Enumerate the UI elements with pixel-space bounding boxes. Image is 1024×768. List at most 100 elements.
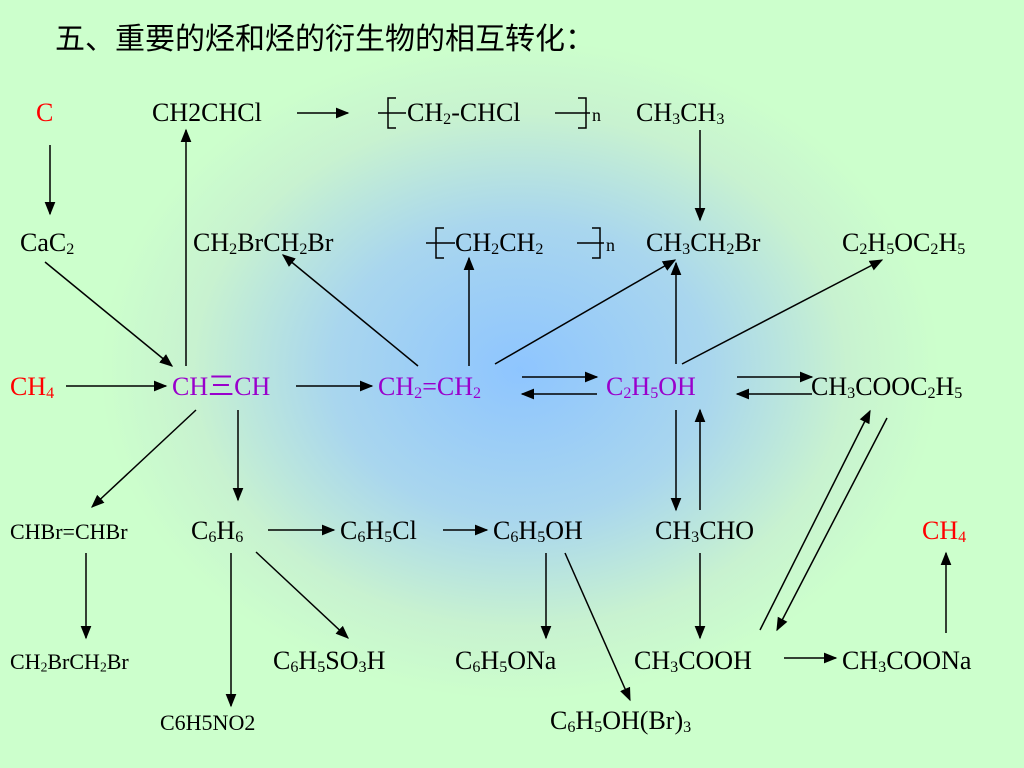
- node-sodium-acetate: CH3COONa: [842, 648, 971, 676]
- formula-text: CH: [655, 516, 692, 545]
- node-tetrabromoethane: CH2BrCH2Br: [10, 651, 129, 674]
- formula-subscript: 6: [290, 658, 299, 676]
- node-bromoethane: CH3CH2Br: [646, 230, 760, 258]
- node-ethyl-acetate: CH3COOC2H5: [811, 374, 962, 402]
- node-dibromoethene: CHBr=CHBr: [10, 521, 128, 543]
- formula-subscript: 5: [594, 718, 603, 736]
- formula-subscript: 6: [357, 528, 366, 546]
- formula-text: BrCH: [47, 649, 100, 674]
- node-phenol: C6H5OH: [493, 518, 583, 546]
- formula-text: OC: [894, 228, 931, 257]
- formula-text: CH: [499, 228, 536, 257]
- formula-subscript: 6: [472, 658, 481, 676]
- page-title: 五、重要的烃和烃的衍生物的相互转化：: [55, 22, 595, 57]
- formula-subscript: 3: [672, 110, 681, 128]
- formula-text: CH: [407, 98, 444, 127]
- formula-text: H: [575, 706, 595, 735]
- arrow-acetic-to-ester: [759, 409, 871, 631]
- formula-text: CHO: [699, 516, 755, 545]
- formula-text: H: [480, 646, 500, 675]
- formula-text: C: [842, 228, 860, 257]
- formula-text: CH: [636, 98, 673, 127]
- node-ch2chcl: CH2CHCl: [152, 100, 262, 126]
- formula-text: H: [935, 372, 955, 401]
- arrow-phenol-to-tribromophenol: [564, 552, 631, 702]
- formula-text: CH: [842, 646, 879, 675]
- formula-subscript: 2: [414, 384, 423, 402]
- formula-text: CH三CH: [172, 372, 271, 401]
- node-methane-left: CH4: [10, 374, 54, 402]
- formula-subscript: 2: [40, 659, 48, 675]
- formula-subscript: 2: [726, 240, 735, 258]
- arrow-ethylene-to-dibromoethane: [281, 254, 419, 367]
- node-c: C: [36, 100, 53, 126]
- formula-text: CH: [10, 372, 47, 401]
- formula-text: =CH: [422, 372, 473, 401]
- arrow-cac2-to-acetylene: [44, 261, 174, 367]
- formula-text: Br: [734, 228, 761, 257]
- formula-text: COOC: [855, 372, 928, 401]
- formula-subscript: 3: [878, 658, 887, 676]
- formula-subscript: 6: [567, 718, 576, 736]
- formula-text: OH: [545, 516, 583, 545]
- formula-subscript: 2: [535, 240, 544, 258]
- node-pvc: CH2-CHCl: [407, 100, 521, 128]
- formula-text: C6H5NO2: [160, 710, 256, 735]
- formula-subscript: 5: [499, 658, 508, 676]
- formula-text: COOH: [678, 646, 752, 675]
- formula-text: CH: [378, 372, 415, 401]
- node-pe-n: n: [606, 235, 615, 255]
- formula-subscript: 5: [886, 240, 895, 258]
- formula-subscript: 6: [208, 528, 217, 546]
- formula-text: C: [340, 516, 358, 545]
- formula-subscript: 4: [46, 384, 55, 402]
- node-sodium-phenoxide: C6H5ONa: [455, 648, 556, 676]
- formula-text: C: [455, 646, 473, 675]
- formula-subscript: 2: [472, 384, 482, 402]
- formula-text: CH: [646, 228, 683, 257]
- formula-text: CH: [811, 372, 848, 401]
- formula-text: H: [216, 516, 236, 545]
- node-cac2: CaC2: [20, 230, 74, 258]
- formula-text: Br: [106, 649, 129, 674]
- formula-text: H: [631, 372, 651, 401]
- formula-text: CH: [690, 228, 727, 257]
- formula-text: H: [518, 516, 538, 545]
- formula-text: ONa: [507, 646, 557, 675]
- formula-text: H: [365, 516, 385, 545]
- formula-subscript: 2: [859, 240, 868, 258]
- formula-text: BrCH: [237, 228, 300, 257]
- formula-subscript: 2: [927, 384, 936, 402]
- node-ethylene: CH2=CH2: [378, 374, 481, 402]
- arrow-ethylene-to-bromoethane: [494, 259, 677, 365]
- arrow-benzene-to-sulfonic: [255, 551, 349, 639]
- formula-subscript: 6: [235, 528, 244, 546]
- formula-subscript: 5: [957, 240, 966, 258]
- formula-subscript: 3: [682, 240, 691, 258]
- node-ethanol: C2H5OH: [606, 374, 696, 402]
- formula-text: C: [493, 516, 511, 545]
- arrow-ethanol-to-ether: [681, 259, 884, 365]
- formula-text: CH: [455, 228, 492, 257]
- node-polyethylene: CH2CH2: [455, 230, 543, 258]
- node-diethyl-ether: C2H5OC2H5: [842, 230, 965, 258]
- formula-text: C: [36, 98, 54, 127]
- formula-subscript: 5: [650, 384, 659, 402]
- formula-text: CH: [634, 646, 671, 675]
- formula-text: CaC: [20, 228, 67, 257]
- formula-text: CH2CHCl: [152, 98, 262, 127]
- formula-text: C: [191, 516, 209, 545]
- formula-text: Cl: [392, 516, 417, 545]
- arrow-ester-to-acetic: [776, 417, 888, 632]
- formula-text: Br: [307, 228, 334, 257]
- node-acetic-acid: CH3COOH: [634, 648, 752, 676]
- formula-subscript: 2: [930, 240, 939, 258]
- node-chlorobenzene: C6H5Cl: [340, 518, 417, 546]
- formula-subscript: 5: [384, 528, 393, 546]
- formula-subscript: 2: [299, 240, 308, 258]
- formula-subscript: 3: [670, 658, 679, 676]
- formula-subscript: 2: [443, 110, 452, 128]
- formula-text: C: [606, 372, 624, 401]
